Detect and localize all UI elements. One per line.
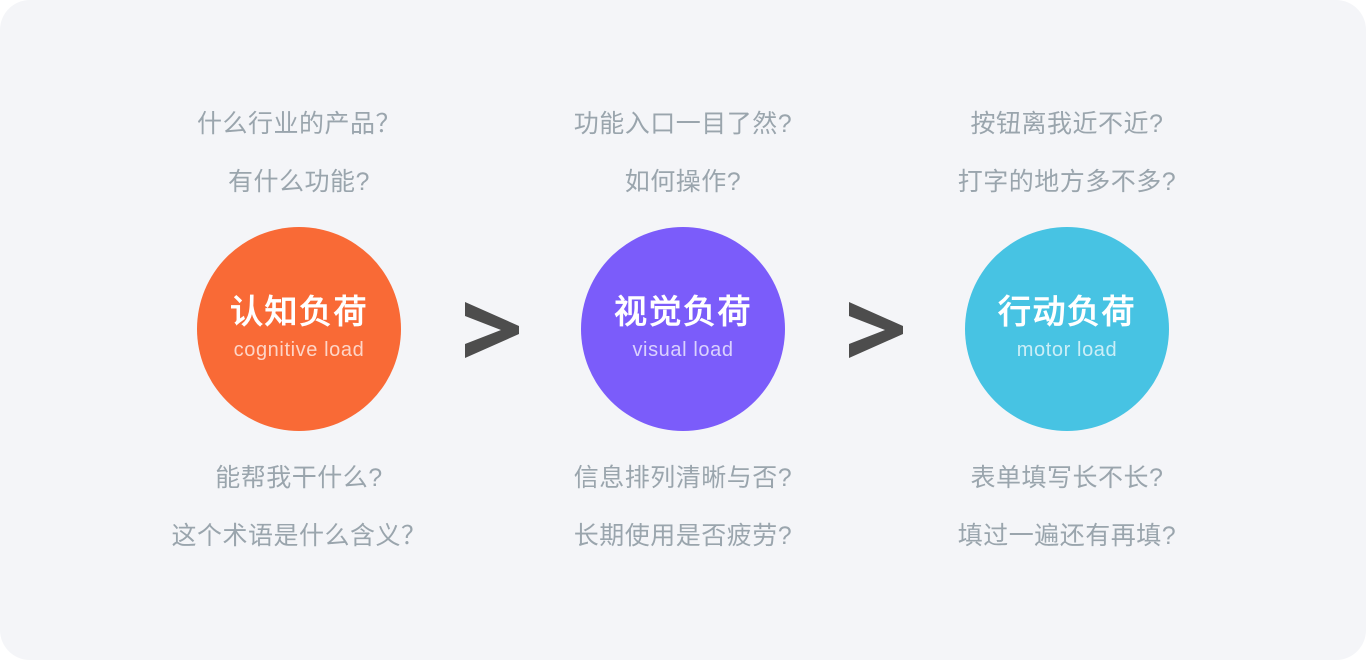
column-cognitive: 什么行业的产品？ 有什么功能? 认知负荷 cognitive load 能帮我干… [107,50,491,610]
circle-cognitive[interactable]: 认知负荷 cognitive load [197,227,401,431]
questions-bottom-motor: 表单填写长不长? 填过一遍还有再填? [958,431,1176,577]
circle-motor[interactable]: 行动负荷 motor load [965,227,1169,431]
questions-bottom-cognitive: 能帮我干什么? 这个术语是什么含义？ [171,431,426,577]
questions-top-motor: 按钮离我近不近? 打字的地方多不多? [958,83,1176,227]
question-line: 这个术语是什么含义？ [171,522,427,550]
greater-than-icon [841,294,909,366]
circle-label-cn: 认知负荷 [230,292,368,330]
questions-top-cognitive: 什么行业的产品？ 有什么功能? [197,83,401,227]
column-visual: 功能入口一目了然? 如何操作? 视觉负荷 visual load 信息排列清晰与… [491,50,875,610]
circle-label-en: visual load [632,339,734,362]
question-line: 表单填写长不长? [970,464,1164,492]
question-line: 打字的地方多不多? [957,168,1177,196]
circle-label-en: motor load [1016,339,1118,362]
circle-visual[interactable]: 视觉负荷 visual load [581,227,785,431]
question-line: 长期使用是否疲劳? [573,522,793,550]
question-line: 如何操作? [624,168,742,196]
circle-label-cn: 视觉负荷 [614,292,752,330]
question-line: 填过一遍还有再填? [957,522,1177,550]
question-line: 功能入口一目了然? [573,110,793,138]
question-line: 按钮离我近不近? [970,110,1164,138]
questions-top-visual: 功能入口一目了然? 如何操作? [574,83,792,227]
question-line: 有什么功能? [228,168,370,196]
circle-label-cn: 行动负荷 [998,292,1136,330]
question-line: 信息排列清晰与否? [573,464,793,492]
circle-label-en: cognitive load [233,339,365,362]
questions-bottom-visual: 信息排列清晰与否? 长期使用是否疲劳? [574,431,792,577]
question-line: 什么行业的产品？ [196,110,401,138]
column-motor: 按钮离我近不近? 打字的地方多不多? 行动负荷 motor load 表单填写长… [875,50,1259,610]
greater-than-icon [457,294,525,366]
question-line: 能帮我干什么? [215,464,383,492]
